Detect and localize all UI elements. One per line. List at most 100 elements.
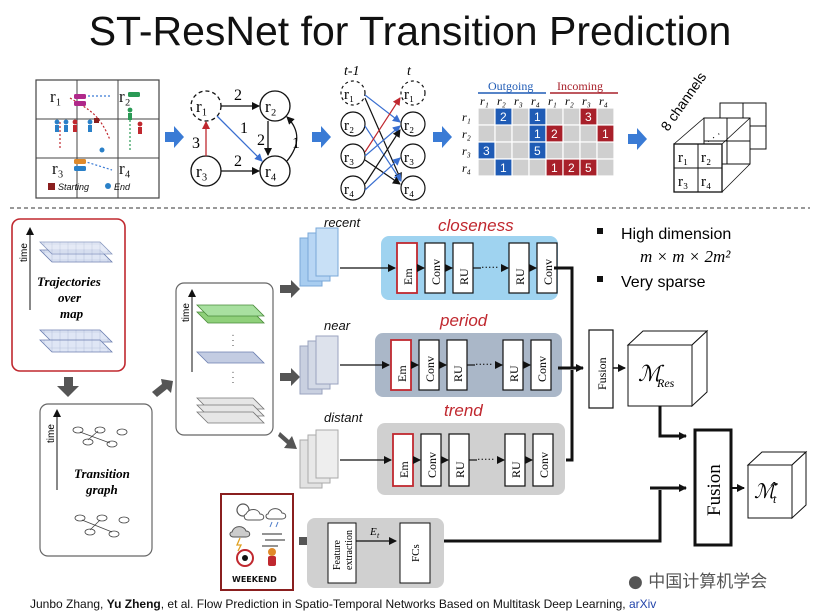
graph1-node-r3: r₃ [196, 162, 208, 181]
citation-footer: Junbo Zhang, Yu Zheng, et al. Flow Predi… [30, 597, 656, 611]
flow-arrow-icon [280, 368, 300, 386]
incoming-label: Incoming [557, 79, 603, 93]
ellipsis: ····· [477, 453, 494, 466]
matrix-cell [477, 124, 496, 143]
matrix-cell [545, 107, 564, 126]
recent-label: recent [324, 215, 362, 230]
m-res-symbol: ℳ [638, 361, 665, 386]
m-hat-cube: ℳ̂ t [746, 450, 808, 520]
matrix-col-label: r₄ [531, 94, 540, 108]
matrix-cell [596, 141, 615, 160]
storm-cloud-icon [229, 526, 251, 552]
feature-label-line1: Feature [332, 539, 343, 570]
fusion-block-final [693, 428, 733, 547]
grid-label-r2: r₂ [119, 87, 131, 106]
matrix-value: 3 [483, 144, 490, 158]
matrix-cell [545, 141, 564, 160]
trajectories-label-line2: over [58, 290, 82, 305]
edge-weight: 1 [292, 135, 300, 152]
graph2-node-r1: r₁ [404, 87, 414, 103]
graph2-node-r2: r₂ [404, 118, 414, 134]
matrix-cell [477, 107, 496, 126]
frame-sequence-panel: time · · · · · · [175, 282, 274, 436]
m-hat-subscript: t [773, 492, 777, 506]
legend-starting: Starting [58, 182, 89, 192]
matrix-value: 3 [585, 110, 592, 124]
matrix-cell [579, 141, 598, 160]
time-axis-label: time [19, 243, 30, 262]
transition-graph-panel: time Transition graph [39, 403, 153, 557]
stack-dots: · · · [228, 334, 237, 347]
note-high-dimension: High dimension [621, 226, 731, 243]
flow-arrow-icon [165, 126, 184, 148]
matrix-col-label: r₁ [548, 94, 557, 108]
note-formula: m × m × 2m² [640, 247, 731, 266]
m-res-cube: ℳ Res [626, 329, 709, 408]
footer-citation: , et al. Flow Prediction in Spatio-Tempo… [160, 597, 629, 611]
matrix-row-label: r₃ [462, 144, 471, 158]
closeness-title: closeness [438, 216, 514, 235]
conv-block-label: Conv [425, 452, 439, 478]
near-label: near [324, 318, 351, 333]
matrix-cell [477, 158, 496, 177]
edge-weight: 3 [192, 135, 200, 152]
conv-block-label: Conv [429, 259, 443, 285]
matrix-value: 2 [568, 161, 575, 175]
fcs-block [399, 522, 431, 584]
matrix-value: 2 [500, 110, 507, 124]
channel-cell-r3: r₃ [678, 174, 688, 190]
trajectories-label-line1: Trajectories [37, 274, 101, 289]
matrix-col-label: r₃ [514, 94, 523, 108]
e-subscript: t [377, 531, 380, 540]
legend-end: End [114, 182, 131, 192]
region-grid-map: r₁ r₂ r₃ r₄ Starting End [35, 79, 160, 199]
branch-connectors [554, 266, 584, 462]
grid-label-r1: r₁ [50, 87, 62, 106]
graph2-node-r1: r₁ [344, 87, 354, 103]
edge-weight: 2 [234, 87, 242, 104]
matrix-value: 5 [585, 161, 592, 175]
matrix-value: 5 [534, 144, 541, 158]
trend-title: trend [444, 401, 483, 420]
sun-cloud-icon [236, 503, 265, 521]
matrix-cell [511, 107, 530, 126]
matrix-value: 1 [551, 161, 558, 175]
stack-dots: · · · [228, 371, 237, 384]
conv-block [532, 433, 554, 487]
rain-cloud-icon [265, 508, 287, 528]
graph1-node-r4: r₄ [265, 162, 277, 181]
flow-arrow-icon [628, 128, 647, 150]
arxiv-link[interactable]: arXiv [628, 597, 657, 611]
channel-cell-r1: r₁ [678, 150, 688, 166]
near-frames [299, 335, 339, 395]
graph1-node-r1: r₁ [196, 97, 208, 116]
e-label: E [369, 526, 377, 538]
person-icon [268, 548, 276, 566]
ellipsis: ····· [475, 358, 492, 371]
matrix-value-cell [477, 141, 496, 160]
trajectories-label-line3: map [60, 306, 84, 321]
footer-authors: Junbo Zhang, [30, 597, 107, 611]
matrix-value: 1 [534, 127, 541, 141]
m-res-subscript: Res [656, 376, 675, 390]
edge-weight: 1 [240, 120, 248, 137]
matrix-cell [494, 141, 513, 160]
wind-icon [262, 533, 285, 547]
matrix-col-label: r₂ [497, 94, 506, 108]
outgoing-label: Outgoing [488, 79, 533, 93]
matrix-cell [511, 124, 530, 143]
ru-block-label: RU [513, 268, 527, 285]
flow-arrow-icon [278, 432, 297, 449]
matrix-cell [562, 107, 581, 126]
fcs-label: FCs [410, 544, 422, 562]
edge-weight: 2 [234, 153, 242, 170]
fusion-label-final: Fusion [704, 464, 725, 516]
bullet-icon [597, 228, 603, 234]
grid-label-r4: r₄ [119, 159, 131, 178]
matrix-col-label: r₄ [599, 94, 608, 108]
time-prev-label: t-1 [344, 64, 360, 79]
edge-weight: 2 [257, 132, 265, 149]
transition-label-line2: graph [85, 482, 118, 497]
